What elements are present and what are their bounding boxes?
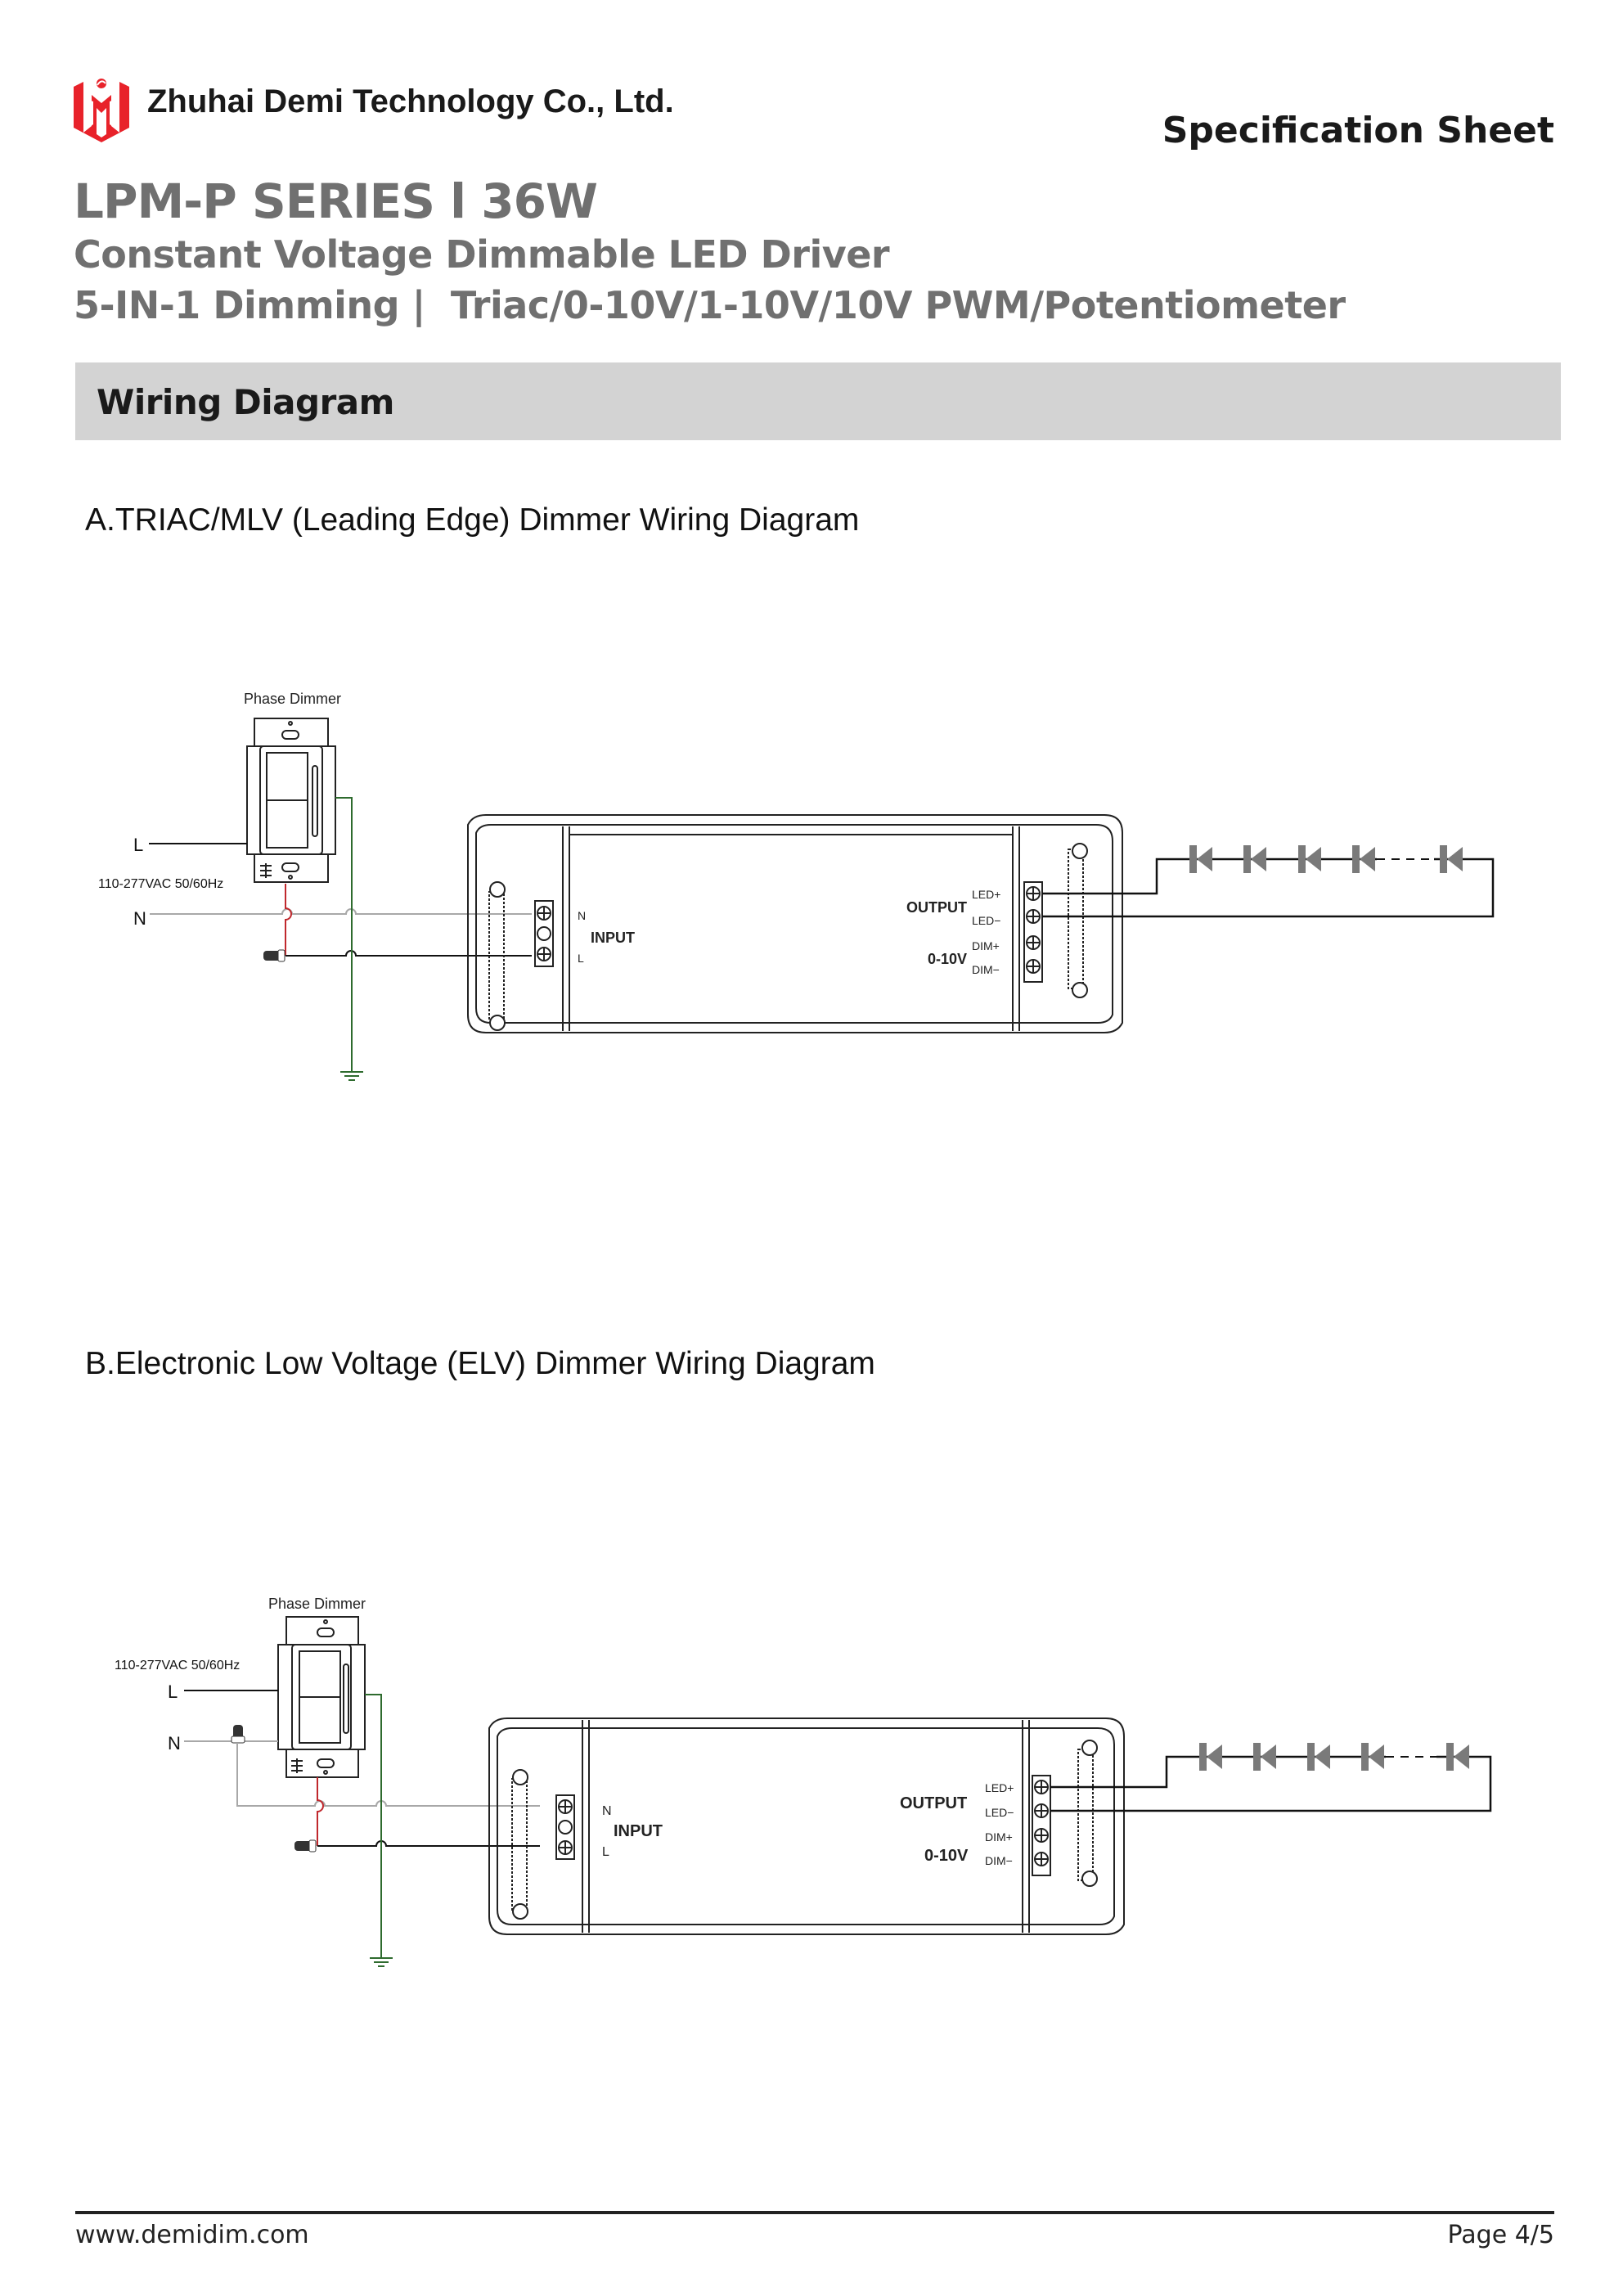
line-label: L (133, 835, 143, 855)
led-string-wire (1042, 858, 1495, 918)
led-icon (1446, 1743, 1469, 1771)
ground-icon (370, 1957, 393, 1967)
wiring-diagram-b: Phase Dimmer 110-277VAC 50/60Hz L N (115, 1596, 1492, 1967)
led-string-wire (1050, 1755, 1492, 1812)
input-l-label: L (602, 1845, 609, 1859)
led-icon (1361, 1743, 1384, 1771)
dim-minus-label: DIM− (972, 963, 1000, 976)
ground-wire (365, 1694, 382, 1958)
product-title: LPM-P SERIES l 36W (74, 173, 598, 229)
output-label: OUTPUT (906, 899, 967, 916)
footer-divider (75, 2211, 1554, 2214)
led-icon (1352, 845, 1375, 873)
footer-website-link[interactable]: www.demidim.com (75, 2221, 309, 2249)
phase-dimmer-icon (277, 1616, 366, 1778)
dim-0-10v-label: 0-10V (928, 951, 967, 967)
dimmer-label: Phase Dimmer (244, 691, 341, 707)
led-minus-label: LED− (985, 1806, 1014, 1819)
supply-voltage-label: 110-277VAC 50/60Hz (98, 877, 223, 891)
dimmed-wire (317, 1777, 324, 1846)
input-label: INPUT (614, 1822, 663, 1840)
section-title: Wiring Diagram (97, 382, 394, 422)
company-logo-icon (74, 79, 129, 142)
ground-wire (335, 797, 353, 1072)
led-string (1189, 845, 1463, 873)
led-driver-icon (488, 1717, 1125, 1935)
dim-plus-label: DIM+ (985, 1830, 1013, 1844)
dim-plus-label: DIM+ (972, 939, 1000, 952)
led-icon (1307, 1743, 1330, 1771)
diagram-a-heading: A.TRIAC/MLV (Leading Edge) Dimmer Wiring… (85, 502, 860, 538)
dim-minus-label: DIM− (985, 1854, 1013, 1867)
input-n-label: N (578, 909, 586, 922)
line-label: L (168, 1681, 178, 1702)
dimmer-label: Phase Dimmer (268, 1596, 366, 1612)
company-name: Zhuhai Demi Technology Co., Ltd. (147, 83, 674, 119)
wire-nut-icon (294, 1839, 317, 1853)
section-header-bar (75, 362, 1561, 440)
phase-dimmer-icon (246, 718, 336, 883)
led-icon (1298, 845, 1321, 873)
document-type: Specification Sheet (1162, 110, 1554, 151)
led-string (1199, 1743, 1469, 1771)
load-wire (317, 1840, 540, 1847)
led-driver-icon (467, 814, 1123, 1033)
input-label: INPUT (591, 930, 635, 946)
dimmed-wire (285, 884, 292, 956)
input-n-label: N (602, 1804, 612, 1818)
page-number: Page 4/5 (1447, 2221, 1554, 2249)
load-wire (285, 950, 532, 957)
supply-voltage-label: 110-277VAC 50/60Hz (115, 1659, 240, 1672)
led-icon (1243, 845, 1266, 873)
neutral-return-wire (236, 1743, 540, 1807)
dim-0-10v-label: 0-10V (924, 1847, 969, 1865)
output-label: OUTPUT (900, 1794, 967, 1812)
led-plus-label: LED+ (985, 1781, 1014, 1794)
led-icon (1253, 1743, 1276, 1771)
led-icon (1199, 1743, 1222, 1771)
product-subtitle: Constant Voltage Dimmable LED Driver (74, 232, 890, 277)
input-l-label: L (578, 952, 584, 965)
led-plus-label: LED+ (972, 888, 1000, 901)
wire-nut-icon (231, 1725, 245, 1744)
led-icon (1189, 845, 1212, 873)
dimming-modes: 5-IN-1 Dimming | Triac/0-10V/1-10V/10V P… (74, 283, 1346, 327)
led-icon (1440, 845, 1463, 873)
diagram-b-heading: B.Electronic Low Voltage (ELV) Dimmer Wi… (85, 1346, 875, 1381)
neutral-wire (150, 908, 532, 915)
ground-icon (340, 1071, 363, 1081)
led-minus-label: LED− (972, 914, 1000, 927)
wire-nut-icon (263, 949, 285, 962)
neutral-label: N (168, 1733, 181, 1754)
neutral-label: N (133, 908, 146, 929)
wiring-diagram-a: Phase Dimmer L 110-277VAC 50/60Hz N (98, 691, 1495, 1081)
